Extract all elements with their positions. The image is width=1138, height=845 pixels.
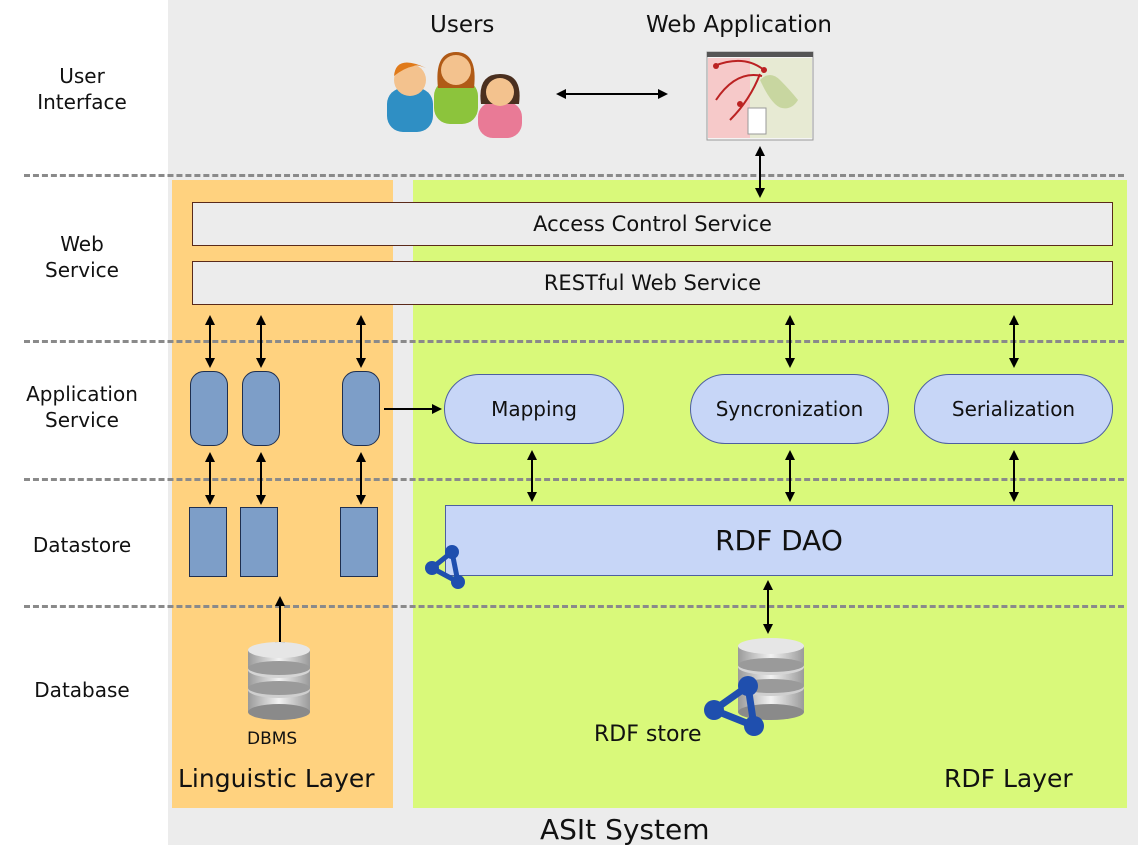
mapping-service: Mapping bbox=[444, 374, 624, 444]
rdf-dao-box: RDF DAO bbox=[445, 505, 1113, 576]
row-label-user-interface: User Interface bbox=[37, 64, 127, 114]
user-icon-1 bbox=[387, 62, 433, 132]
web-application-thumbnail-icon bbox=[706, 51, 814, 141]
linguistic-service-3 bbox=[342, 371, 380, 446]
syncronization-service: Syncronization bbox=[690, 374, 889, 444]
users-icon bbox=[387, 52, 522, 138]
row-label-database: Database bbox=[34, 678, 130, 702]
web-application-label: Web Application bbox=[646, 12, 832, 38]
linguistic-service-2 bbox=[242, 371, 280, 446]
separator-app-datastore bbox=[24, 478, 1124, 481]
rdf-store-label: RDF store bbox=[594, 722, 702, 747]
system-title: ASIt System bbox=[540, 813, 710, 845]
restful-web-service-box: RESTful Web Service bbox=[192, 261, 1113, 305]
rdf-layer-label: RDF Layer bbox=[944, 764, 1073, 793]
user-icon-3 bbox=[478, 74, 522, 138]
dbms-database-icon bbox=[248, 642, 310, 720]
dbms-label: DBMS bbox=[247, 729, 298, 749]
access-control-service-box: Access Control Service bbox=[192, 202, 1113, 246]
linguistic-datastore-2 bbox=[240, 507, 278, 577]
linguistic-service-1 bbox=[190, 371, 228, 446]
row-label-application-service: Application Service bbox=[26, 382, 138, 432]
linguistic-datastore-3 bbox=[340, 507, 378, 577]
linguistic-datastore-1 bbox=[189, 507, 227, 577]
separator-web-app bbox=[24, 340, 1124, 343]
rdf-logo-icon-small bbox=[425, 545, 465, 589]
separator-datastore-db bbox=[24, 605, 1124, 608]
user-icon-2 bbox=[434, 52, 478, 124]
separator-ui-web bbox=[24, 174, 1124, 177]
rdf-logo-icon-large bbox=[704, 676, 764, 736]
users-label: Users bbox=[430, 12, 495, 38]
serialization-service: Serialization bbox=[914, 374, 1113, 444]
row-label-datastore: Datastore bbox=[32, 533, 132, 557]
row-label-web-service: Web Service bbox=[45, 232, 119, 282]
linguistic-layer-label: Linguistic Layer bbox=[178, 764, 375, 793]
